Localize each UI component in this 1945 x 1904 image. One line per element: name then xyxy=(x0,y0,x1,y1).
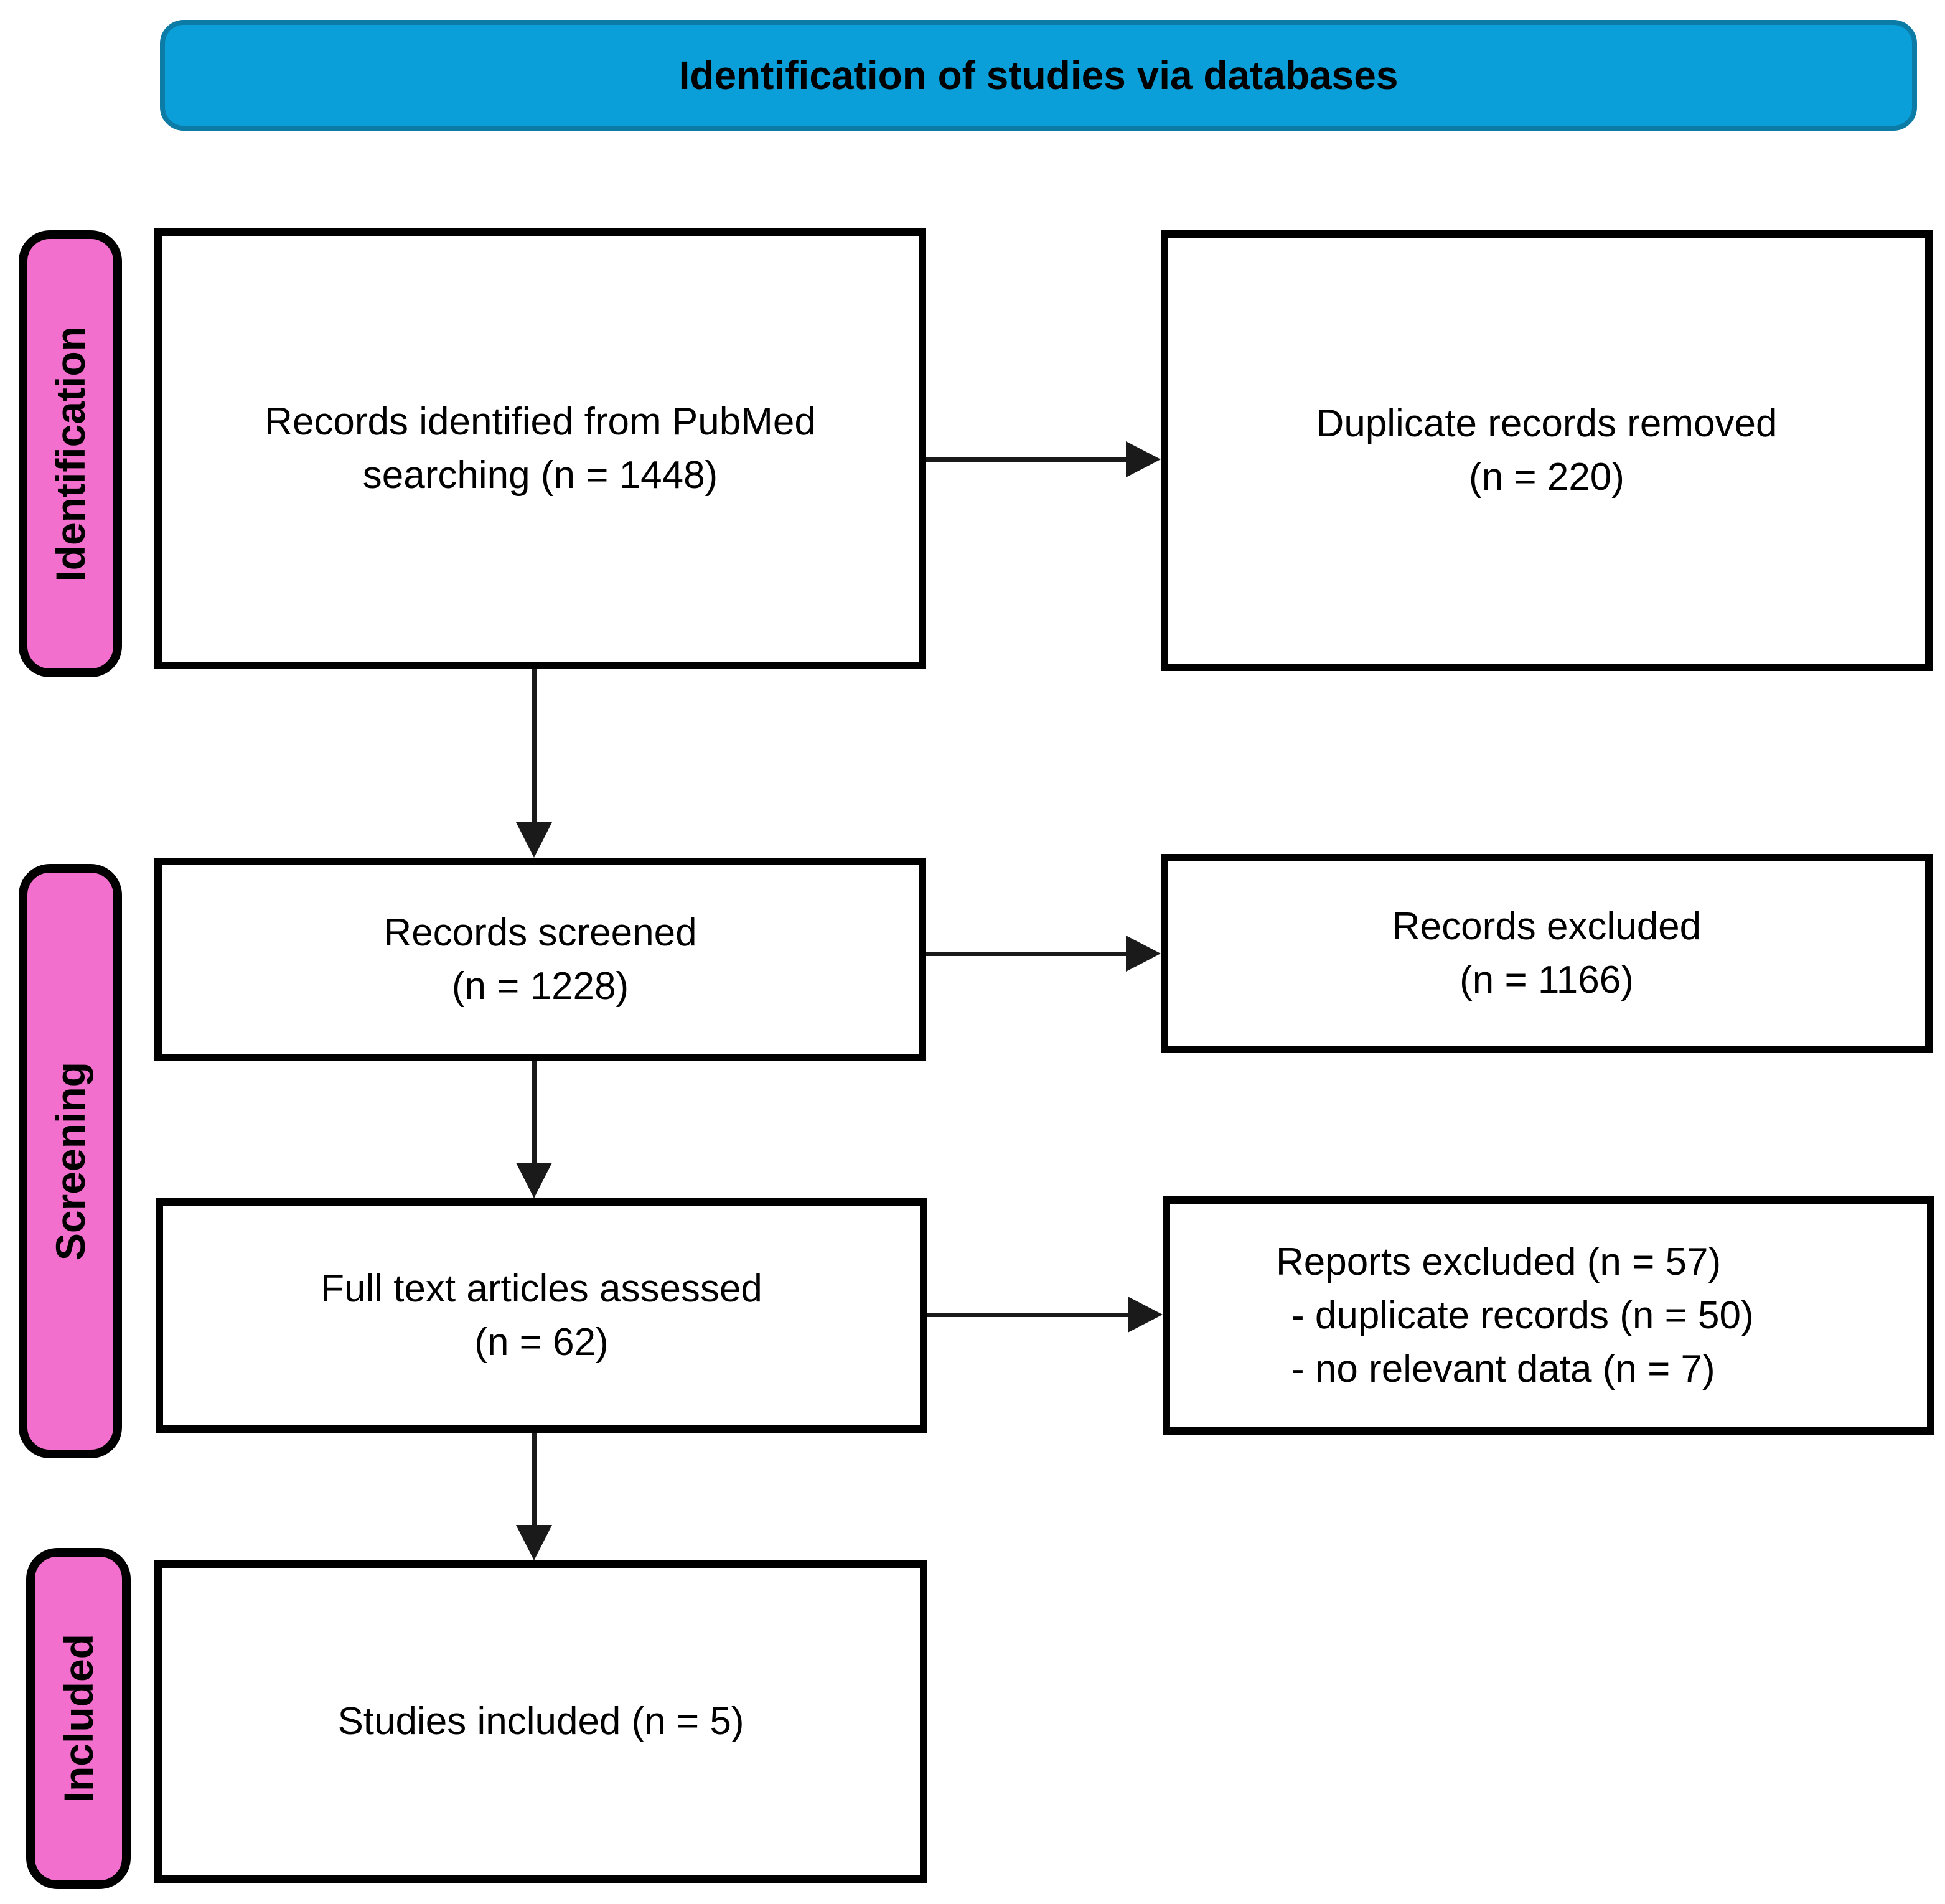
arrow-line xyxy=(532,1433,537,1527)
stage-label-identification: Identification xyxy=(19,230,122,677)
arrow-head-down-icon xyxy=(516,822,552,858)
box-records-excluded-line1: Records excluded xyxy=(1392,905,1702,948)
box-records-identified-line1: Records identified from PubMed xyxy=(265,400,816,443)
arrow-line xyxy=(532,669,537,825)
arrow-head-right-icon xyxy=(1126,936,1161,972)
arrow-line xyxy=(926,457,1128,462)
box-full-text-assessed-line2: (n = 62) xyxy=(474,1320,609,1364)
box-full-text-assessed-line1: Full text articles assessed xyxy=(321,1267,762,1310)
arrow-line xyxy=(926,952,1128,956)
arrow-head-down-icon xyxy=(516,1163,552,1198)
box-reports-excluded-line1: Reports excluded (n = 57) xyxy=(1276,1240,1722,1283)
box-studies-included: Studies included (n = 5) xyxy=(154,1560,927,1883)
arrow-head-down-icon xyxy=(516,1525,552,1560)
box-records-excluded: Records excluded (n = 1166) xyxy=(1161,854,1933,1053)
arrow-head-right-icon xyxy=(1126,441,1161,477)
arrow-head-right-icon xyxy=(1128,1297,1163,1333)
box-records-excluded-line2: (n = 1166) xyxy=(1460,959,1634,1001)
box-full-text-assessed: Full text articles assessed (n = 62) xyxy=(156,1198,927,1433)
box-reports-excluded-line3: - no relevant data (n = 7) xyxy=(1291,1347,1715,1390)
box-records-identified-line2: searching (n = 1448) xyxy=(362,454,718,497)
arrow-line xyxy=(927,1313,1130,1317)
box-duplicate-records-removed: Duplicate records removed (n = 220) xyxy=(1161,230,1933,671)
stage-label-included: Included xyxy=(26,1548,131,1889)
stage-label-screening: Screening xyxy=(19,864,122,1458)
box-reports-excluded-line2: - duplicate records (n = 50) xyxy=(1291,1293,1754,1337)
box-duplicate-records-removed-line2: (n = 220) xyxy=(1469,456,1624,499)
box-records-screened: Records screened (n = 1228) xyxy=(154,858,926,1061)
box-reports-excluded: Reports excluded (n = 57) - duplicate re… xyxy=(1163,1196,1934,1435)
arrow-line xyxy=(532,1061,537,1165)
stage-label-identification-text: Identification xyxy=(47,326,93,582)
box-records-screened-line1: Records screened xyxy=(383,911,697,954)
stage-label-screening-text: Screening xyxy=(47,1061,93,1261)
stage-label-included-text: Included xyxy=(55,1634,101,1803)
box-studies-included-line1: Studies included (n = 5) xyxy=(337,1700,744,1743)
box-duplicate-records-removed-line1: Duplicate records removed xyxy=(1316,402,1778,445)
banner-title: Identification of studies via databases xyxy=(678,53,1399,98)
banner-identification-of-studies: Identification of studies via databases xyxy=(160,20,1917,131)
box-records-identified: Records identified from PubMed searching… xyxy=(154,228,926,669)
box-records-screened-line2: (n = 1228) xyxy=(451,964,629,1008)
